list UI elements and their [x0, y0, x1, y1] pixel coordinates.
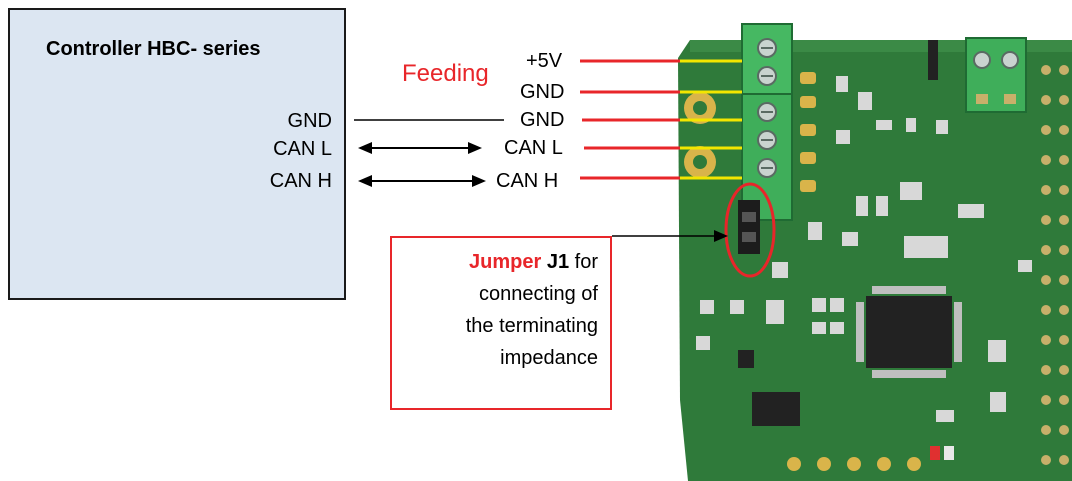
jumper-note-text: Jumper J1 for connecting of the terminat…	[466, 246, 598, 374]
note-line2: connecting of	[479, 283, 598, 305]
jumper-word: Jumper	[469, 251, 542, 273]
microcontroller-chip	[856, 286, 962, 378]
pin-leader-lines	[580, 59, 680, 180]
jumper-j1	[738, 200, 760, 254]
controller-pin-can-l: CAN L	[273, 138, 332, 160]
note-line1-rest: for	[574, 251, 598, 273]
jumper-highlight-circle	[724, 182, 776, 278]
transistor	[738, 350, 754, 368]
smd-components	[696, 76, 1032, 422]
board-pin-gnd: GND	[520, 109, 565, 131]
board-pin-can-l: CAN L	[504, 137, 563, 159]
screw-terminal-block	[741, 23, 793, 221]
can-h-arrow	[358, 175, 486, 187]
jumper-note-box: Jumper J1 for connecting of the terminat…	[390, 236, 612, 410]
controller-pin-can-h: CAN H	[269, 170, 332, 192]
pin-header-right	[1041, 65, 1069, 465]
controller-box	[8, 8, 346, 300]
led-white	[944, 446, 954, 460]
chip-small	[752, 392, 800, 426]
solder-pads-column	[800, 72, 816, 192]
board-pin-can-h: CAN H	[496, 170, 559, 192]
board-pin-5v: +5V	[526, 50, 563, 72]
feeding-label: Feeding	[402, 60, 489, 87]
led-red	[930, 446, 940, 460]
can-l-arrow	[358, 142, 482, 154]
controller-pin-gnd: GND	[287, 110, 332, 132]
solder-pads-bottom	[787, 457, 921, 471]
note-line4: impedance	[500, 347, 598, 369]
solder-pads-left	[684, 92, 716, 178]
yellow-wires	[680, 59, 742, 180]
jumper-id: J1	[546, 251, 570, 273]
board-pin-gnd-feed: GND	[520, 81, 565, 103]
screw-terminal-block-2	[965, 37, 1027, 113]
header-jumper	[928, 40, 938, 80]
jumper-pointer-arrow	[612, 230, 728, 242]
controller-title: Controller HBC- series	[46, 38, 261, 60]
note-line3: the terminating	[465, 315, 598, 337]
